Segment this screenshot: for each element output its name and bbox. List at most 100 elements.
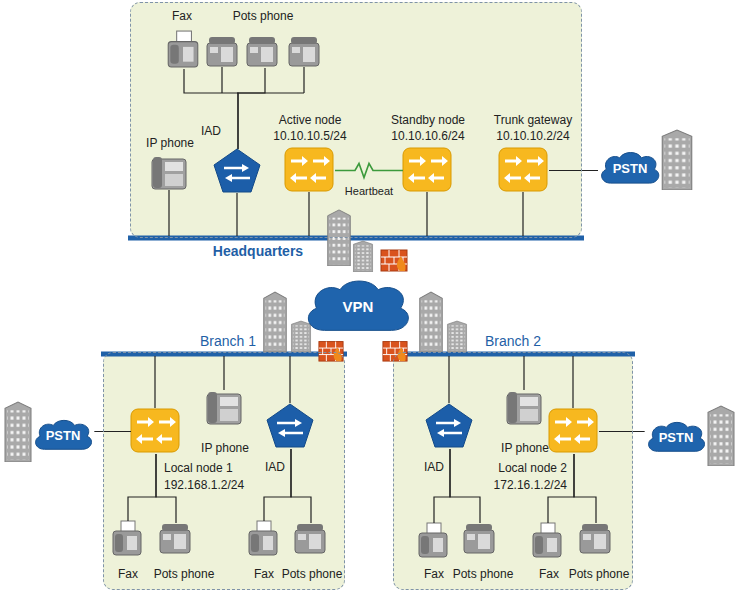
cloud-label: PSTN — [659, 431, 694, 444]
device-icon — [247, 37, 277, 66]
device-icon — [152, 157, 186, 189]
cloud-outline — [308, 281, 408, 330]
device-label: IAD — [201, 125, 221, 137]
device-node: Pots phone — [463, 523, 497, 555]
device-label: Pots phone — [233, 10, 294, 22]
device-label: Pots phone — [154, 568, 215, 580]
building-icon — [5, 402, 31, 462]
site-heading: Headquarters — [213, 244, 303, 258]
device-icon — [207, 392, 241, 424]
device-label: Fax — [118, 568, 138, 580]
device-icon — [113, 31, 610, 557]
device-label: IP phone — [201, 442, 249, 454]
connector-line — [264, 449, 291, 521]
device-icon — [426, 404, 472, 447]
device-icon — [113, 521, 141, 555]
cloud-outline — [648, 422, 704, 451]
connector-line — [574, 454, 596, 523]
cloud-label: PSTN — [46, 429, 81, 442]
device-icon — [249, 521, 277, 555]
device-icon — [168, 31, 198, 67]
region-fill — [130, 2, 582, 238]
device-icon — [214, 149, 260, 192]
device-label: IAD — [265, 461, 285, 473]
device-node: Pots phone — [294, 523, 328, 555]
device-node: Trunk gateway10.10.10.2/24 — [499, 148, 549, 193]
device-icon — [533, 523, 561, 557]
device-node: Pots phone — [159, 523, 193, 555]
device-node: Local node 1192.168.1.2/24 — [131, 409, 181, 454]
device-icon — [131, 409, 179, 452]
building-icon — [5, 130, 734, 466]
device-icon — [580, 524, 610, 553]
building-icon — [353, 241, 372, 272]
device-icon — [289, 37, 319, 66]
device-icon — [419, 523, 447, 557]
device-label: Fax — [172, 10, 192, 22]
connector-line — [549, 170, 598, 171]
connector-line — [291, 449, 311, 523]
device-node: Pots phone — [206, 36, 324, 68]
edge-label: Heartbeat — [343, 184, 395, 197]
network-cloud: VPN — [302, 277, 414, 335]
network-cloud: PSTN — [598, 150, 662, 186]
cloud-outline — [35, 420, 91, 449]
device-label: 192.168.1.2/24 — [164, 479, 244, 491]
connector-line — [450, 449, 480, 523]
lan-bus — [101, 238, 635, 354]
device-node: Fax — [113, 521, 143, 557]
device-label: Pots phone — [453, 568, 514, 580]
site-heading: Branch 2 — [485, 334, 541, 348]
building-icon — [447, 321, 466, 352]
device-label: Pots phone — [282, 568, 343, 580]
device-node: Pots phone — [579, 523, 613, 555]
connector-line — [128, 454, 156, 521]
region-fill — [103, 2, 633, 590]
device-label: IAD — [424, 461, 444, 473]
device-icon — [464, 524, 494, 553]
network-cloud: PSTN — [645, 420, 708, 454]
device-node: IP phone — [506, 391, 544, 426]
cloud-label: PSTN — [613, 162, 648, 175]
device-icon — [160, 524, 190, 553]
device-label: Fax — [539, 568, 559, 580]
device-label: Fax — [424, 568, 444, 580]
device-icon — [499, 148, 547, 191]
heartbeat-link — [335, 164, 403, 178]
building-icon — [291, 321, 310, 352]
device-node: IAD — [267, 404, 315, 449]
device-icon — [267, 404, 313, 447]
device-icon — [549, 409, 597, 452]
device-node: IP phone — [151, 156, 189, 191]
device-node: IP phone — [206, 391, 244, 426]
connector-line — [599, 431, 645, 432]
device-icon — [295, 524, 325, 553]
device-node: Active node10.10.10.5/24 — [285, 148, 335, 193]
site-heading: Branch 1 — [200, 334, 256, 348]
device-node: Fax — [419, 523, 449, 559]
building-icon — [264, 292, 287, 352]
device-icon — [207, 37, 237, 66]
site-region: HeadquartersFaxPots phoneIP phoneIADActi… — [130, 2, 582, 238]
site-region: Branch 2IADIP phoneLocal node 2172.16.1.… — [393, 352, 633, 590]
device-label: Trunk gateway — [494, 114, 572, 126]
lan-bus — [101, 238, 635, 354]
connector-line — [238, 68, 265, 149]
device-node: Local node 2172.16.1.2/24 — [549, 409, 599, 454]
device-node: Standby node10.10.10.6/24 — [403, 148, 453, 193]
device-label: IP phone — [501, 442, 549, 454]
device-node: Fax — [249, 521, 279, 557]
building-icon — [420, 292, 443, 352]
device-label: 10.10.10.5/24 — [273, 130, 346, 142]
device-label: Fax — [254, 568, 274, 580]
cloud-outline — [602, 153, 659, 184]
device-label: Active node — [279, 114, 342, 126]
device-label: 10.10.10.6/24 — [391, 130, 464, 142]
building-icon — [662, 130, 691, 190]
device-label: Local node 1 — [164, 462, 233, 474]
site-region: Branch 1Local node 1192.168.1.2/24IP pho… — [103, 352, 345, 590]
device-label: Pots phone — [569, 568, 630, 580]
wire — [222, 67, 304, 93]
device-label: Standby node — [391, 114, 465, 126]
device-label: IP phone — [146, 137, 194, 149]
